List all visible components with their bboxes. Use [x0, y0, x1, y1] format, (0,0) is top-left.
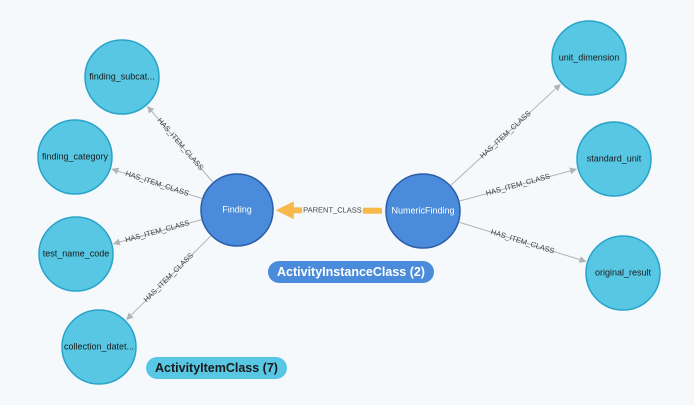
edge-label-group: HAS_ITEM_CLASS — [478, 109, 533, 161]
edge-label: HAS_ITEM_CLASS — [124, 169, 190, 198]
edge-finding-testname[interactable]: HAS_ITEM_CLASS — [112, 218, 202, 246]
edge-label-group: HAS_ITEM_CLASS — [490, 227, 556, 255]
node-collection[interactable]: collection_datet... — [61, 309, 137, 385]
edge-numeric-unitdim[interactable]: HAS_ITEM_CLASS — [450, 83, 561, 186]
node-label: original_result — [595, 267, 652, 277]
edge-label: PARENT_CLASS — [303, 205, 362, 214]
legend-activity-item-class[interactable]: ActivityItemClass (7) — [146, 357, 287, 379]
edge-finding-collection[interactable]: HAS_ITEM_CLASS — [126, 235, 212, 321]
node-unitdim[interactable]: unit_dimension — [551, 20, 627, 96]
edge-label: HAS_ITEM_CLASS — [485, 172, 551, 198]
edge-numeric-origresult[interactable]: HAS_ITEM_CLASS — [459, 221, 587, 263]
node-origresult[interactable]: original_result — [585, 235, 661, 311]
edge-label-group: HAS_ITEM_CLASS — [142, 251, 195, 304]
node-label: unit_dimension — [559, 52, 620, 62]
edge-line — [112, 219, 202, 246]
nodes-layer: Finding NumericFinding finding_subcat...fi… — [37, 20, 661, 385]
node-circle — [61, 309, 137, 385]
node-finding[interactable]: Finding — [200, 173, 274, 247]
edge-line — [126, 235, 212, 321]
node-circle — [84, 39, 160, 115]
node-stdunit[interactable]: standard_unit — [576, 121, 652, 197]
node-label: collection_datet... — [64, 341, 134, 351]
edge-label: HAS_ITEM_CLASS — [478, 109, 533, 161]
edge-label: HAS_ITEM_CLASS — [155, 116, 205, 172]
edge-line — [450, 83, 561, 186]
edge-label-group: HAS_ITEM_CLASS — [124, 169, 190, 198]
node-testname[interactable]: test_name_code — [38, 216, 114, 292]
node-circle — [576, 121, 652, 197]
edge-line — [147, 105, 214, 183]
edge-finding-category[interactable]: HAS_ITEM_CLASS — [111, 167, 202, 199]
node-label: NumericFinding — [391, 205, 454, 215]
edge-line — [459, 167, 578, 202]
node-label: finding_category — [42, 151, 109, 161]
edge-label: HAS_ITEM_CLASS — [490, 227, 556, 255]
node-category[interactable]: finding_category — [37, 119, 113, 195]
edges-layer: HAS_ITEM_CLASSHAS_ITEM_CLASSHAS_ITEM_CLA… — [111, 83, 587, 321]
edge-numeric-stdunit[interactable]: HAS_ITEM_CLASS — [459, 167, 578, 202]
edge-line — [111, 167, 202, 199]
edge-line — [459, 221, 587, 263]
edge-finding-subcat[interactable]: HAS_ITEM_CLASS — [147, 105, 214, 183]
node-circle — [551, 20, 627, 96]
edge-label-group: HAS_ITEM_CLASS — [485, 172, 551, 198]
node-circle — [200, 173, 274, 247]
node-circle — [37, 119, 113, 195]
node-label: standard_unit — [587, 153, 642, 163]
node-numeric[interactable]: NumericFinding — [385, 173, 461, 249]
node-label: test_name_code — [43, 248, 110, 258]
edge-label: HAS_ITEM_CLASS — [142, 251, 195, 304]
edge-label-group: HAS_ITEM_CLASS — [155, 116, 205, 172]
node-circle — [585, 235, 661, 311]
node-circle — [385, 173, 461, 249]
edge-label-group: PARENT_CLASS — [302, 204, 363, 217]
node-subcat[interactable]: finding_subcat... — [84, 39, 160, 115]
edge-label: HAS_ITEM_CLASS — [124, 218, 190, 244]
node-label: Finding — [222, 204, 252, 214]
edge-numeric-finding[interactable]: PARENT_CLASS — [275, 201, 383, 220]
node-circle — [38, 216, 114, 292]
edge-label-background — [302, 204, 363, 217]
edge-label-group: HAS_ITEM_CLASS — [124, 218, 190, 244]
node-label: finding_subcat... — [89, 71, 155, 81]
legend-activity-instance-class[interactable]: ActivityInstanceClass (2) — [268, 261, 434, 283]
